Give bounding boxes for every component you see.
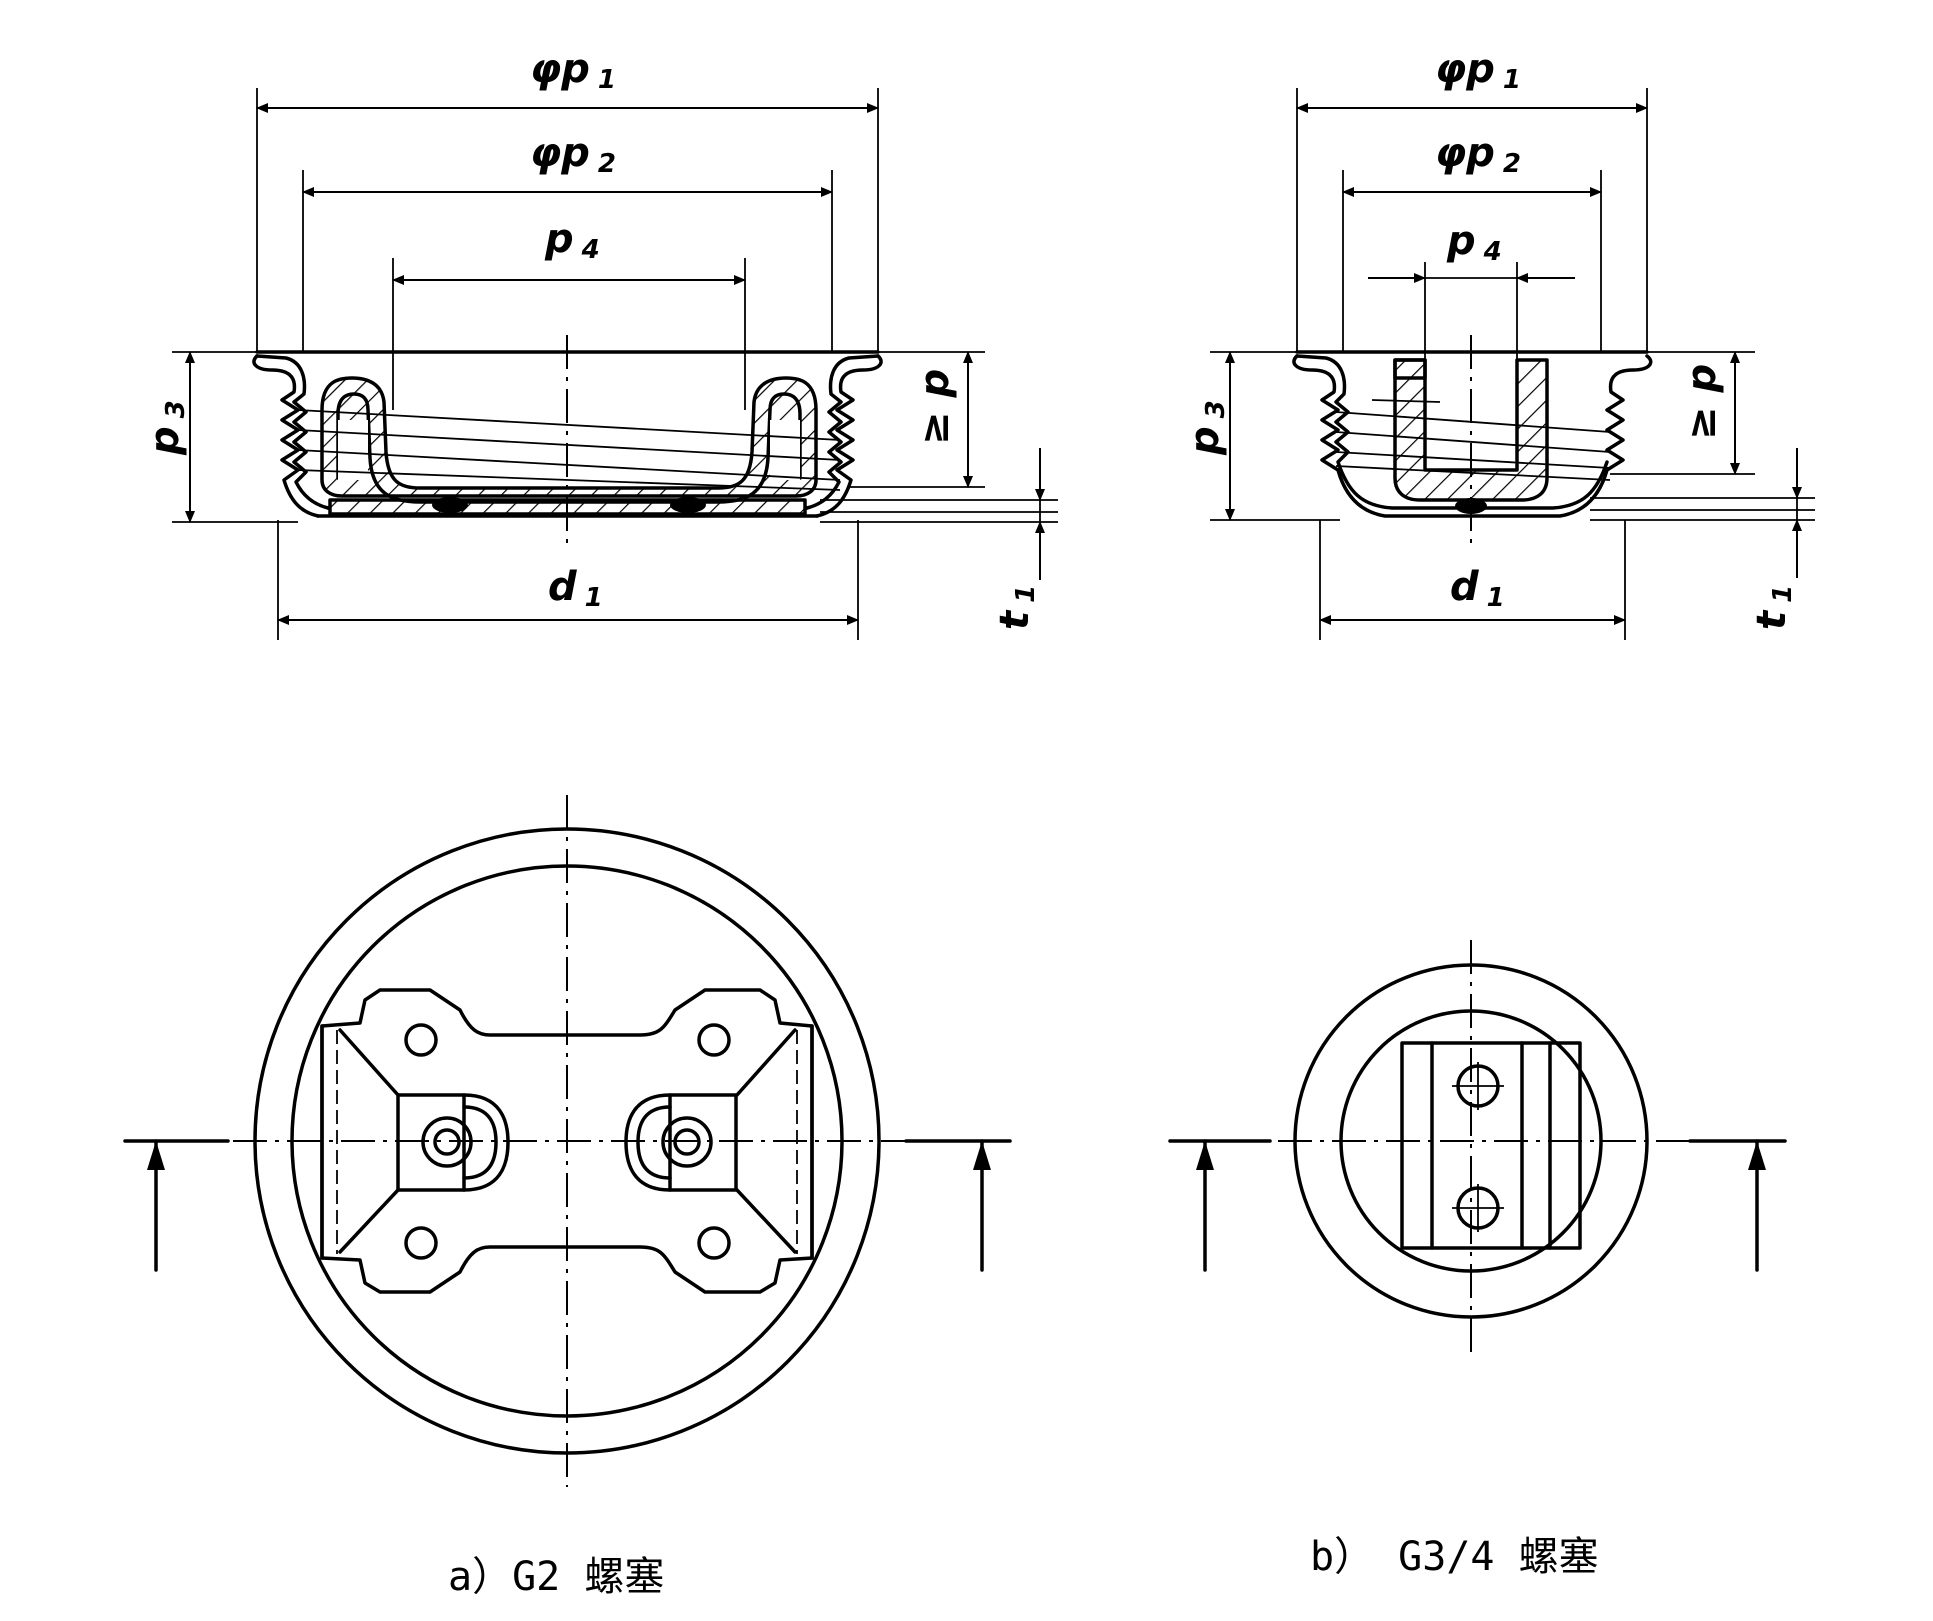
right-p-ge-label: ≥ p <box>1679 364 1725 440</box>
svg-text:d1: d1 <box>548 564 603 613</box>
right-t1-label: t <box>1749 609 1795 630</box>
right-p3-label: p <box>1182 426 1228 456</box>
right-p2-label: φp <box>1435 130 1495 176</box>
left-p1-label: φp <box>530 46 590 92</box>
svg-text:p3: p3 <box>1182 400 1231 456</box>
right-p1-label: φp <box>1435 46 1495 92</box>
right-caption: b） G3/4 螺塞 <box>1310 1534 1599 1580</box>
right-p4-sub: 4 <box>1483 237 1502 267</box>
right-plan-view <box>1168 940 1787 1355</box>
svg-text:φp1: φp 1 <box>1435 46 1521 95</box>
svg-text:d1: d1 <box>1450 564 1505 613</box>
left-p3-sub: 3 <box>161 400 191 418</box>
right-t1-sub: 1 <box>1768 585 1798 603</box>
left-t1-sub: 1 <box>1011 585 1041 603</box>
svg-text:p4: p4 <box>1446 218 1502 267</box>
left-p2-sub: 2 <box>598 149 616 179</box>
right-d1-label: d <box>1450 564 1479 610</box>
left-caption: a）G2 螺塞 <box>448 1554 664 1600</box>
svg-text:t1: t1 <box>1749 585 1798 630</box>
left-plan-view <box>123 795 1012 1487</box>
left-p1-sub: 1 <box>598 65 616 95</box>
svg-text:φp2: φp 2 <box>530 130 616 179</box>
right-p3-sub: 3 <box>1201 400 1231 418</box>
right-section-view <box>1210 88 1815 640</box>
svg-text:φp2: φp 2 <box>1435 130 1521 179</box>
left-p4-label: p <box>544 216 574 262</box>
left-section-view <box>172 88 1058 640</box>
left-p-ge-label: ≥ p <box>912 369 958 445</box>
left-d1-sub: 1 <box>585 583 603 613</box>
right-d1-sub: 1 <box>1487 583 1505 613</box>
left-p4-sub: 4 <box>581 235 600 265</box>
svg-text:φp1: φp 1 <box>530 46 616 95</box>
right-p1-sub: 1 <box>1503 65 1521 95</box>
right-p4-label: p <box>1446 218 1476 264</box>
svg-text:t1: t1 <box>992 585 1041 630</box>
right-p2-sub: 2 <box>1503 149 1521 179</box>
left-d1-label: d <box>548 564 577 610</box>
svg-text:p3: p3 <box>142 400 191 456</box>
left-p3-label: p <box>142 426 188 456</box>
left-t1-label: t <box>992 609 1038 630</box>
svg-text:p4: p4 <box>544 216 600 265</box>
left-p2-label: φp <box>530 130 590 176</box>
